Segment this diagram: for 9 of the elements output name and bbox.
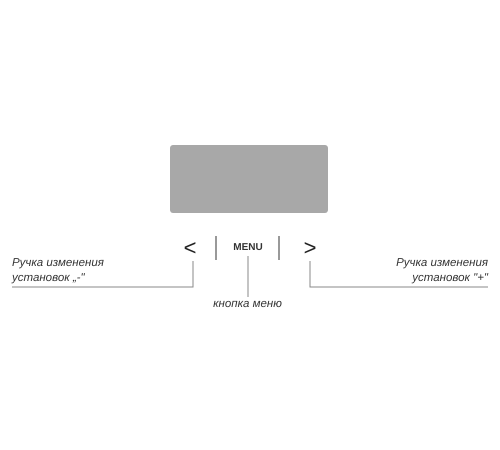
chevron-left: < bbox=[180, 235, 200, 261]
leader-line bbox=[12, 260, 194, 288]
chevron-right: > bbox=[300, 235, 320, 261]
display-screen bbox=[170, 145, 328, 213]
leader-line bbox=[310, 260, 488, 288]
callout-text: Ручка изменения установок "+" bbox=[338, 256, 488, 286]
callout-text: кнопка меню bbox=[200, 297, 295, 313]
callout-text: Ручка изменения установок „-" bbox=[12, 256, 162, 286]
menu-label: MENU bbox=[224, 240, 272, 256]
